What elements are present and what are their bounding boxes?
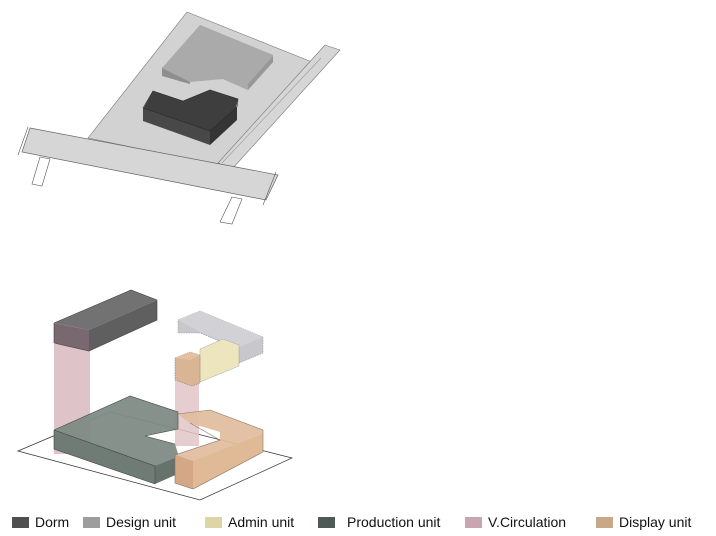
legend-item-display-unit: Display unit (596, 512, 691, 532)
legend-label: Admin unit (228, 514, 295, 530)
site-massing-panel (17, 11, 341, 225)
display-unit-upper (174, 351, 201, 387)
display-unit-swatch (596, 516, 613, 528)
legend-label: Display unit (619, 514, 692, 530)
road-leg-left (31, 156, 51, 187)
legend-label: Dorm (35, 514, 70, 530)
admin-unit (199, 338, 240, 383)
dorm-block (142, 89, 239, 145)
display-unit-lower (174, 409, 264, 490)
legend-item-design-unit: Design unit (83, 512, 176, 532)
production-unit-swatch (318, 516, 335, 528)
legend-item-production-unit: Production unit (318, 512, 440, 532)
design-unit-swatch (83, 516, 100, 528)
main-road (21, 127, 279, 201)
legend-label: Production unit (347, 514, 441, 530)
legend-item-dorm: Dorm (12, 512, 69, 532)
program-panel (16, 289, 294, 501)
legend-item-v-circulation: V.Circulation (465, 512, 566, 532)
dorm-bar (53, 289, 158, 352)
v-circulation-swatch (465, 516, 482, 528)
road-leg-right (219, 196, 243, 225)
legend-label: Design unit (106, 514, 177, 530)
admin-unit-swatch (205, 516, 222, 528)
design-unit-block (162, 25, 273, 90)
legend-label: V.Circulation (488, 514, 567, 530)
legend-item-admin-unit: Admin unit (205, 512, 294, 532)
production-unit (53, 395, 180, 485)
dorm-swatch (12, 516, 29, 528)
